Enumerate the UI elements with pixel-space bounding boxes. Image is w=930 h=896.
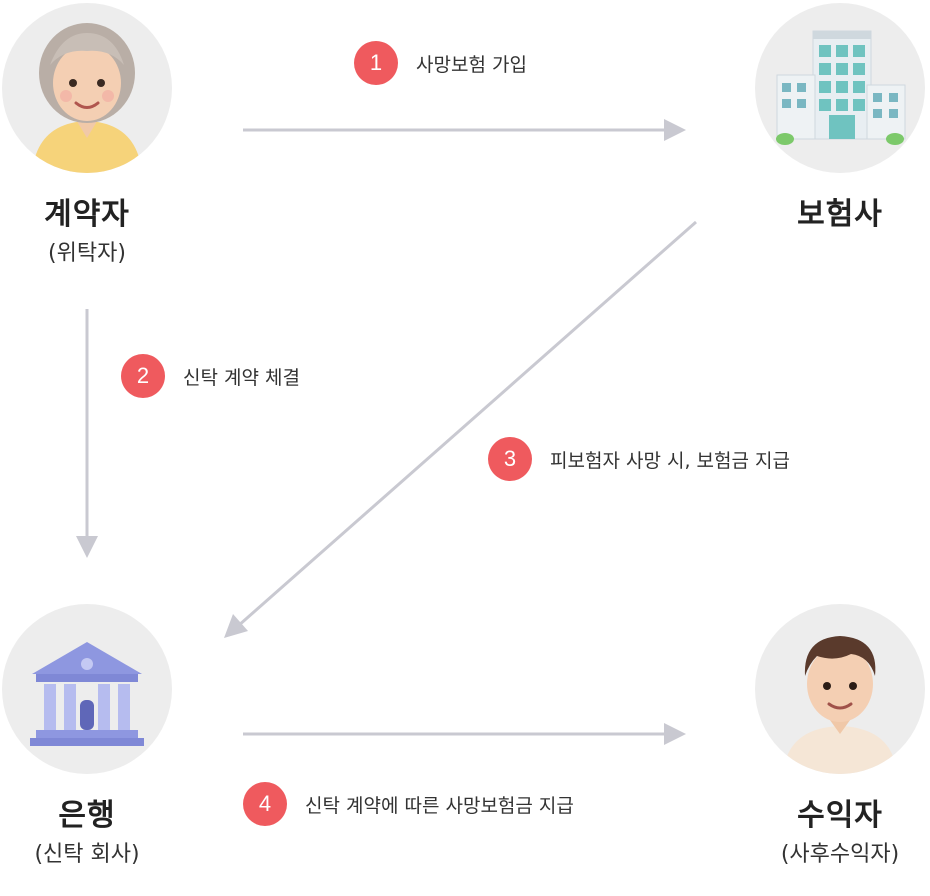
insurer-name: 보험사 <box>797 197 883 232</box>
bank-role: (신탁 회사) <box>34 842 140 867</box>
arrowhead-contractor-to-insurer <box>664 119 686 141</box>
bank-building-icon <box>2 604 172 774</box>
beneficiary-name: 수익자 <box>797 798 883 833</box>
step-4: 4 신탁 계약에 따른 사망보험금 지급 <box>243 782 574 826</box>
grandmother-avatar-icon <box>2 3 172 173</box>
arrowhead-insurer-to-bank <box>224 614 248 638</box>
bank-name: 은행 <box>58 798 116 833</box>
contractor-role: (위탁자) <box>48 241 126 266</box>
step-2-badge: 2 <box>121 354 165 398</box>
step-3-label: 피보험자 사망 시, 보험금 지급 <box>550 449 790 472</box>
node-beneficiary: 수익자 (사후수익자) <box>755 604 925 868</box>
node-contractor: 계약자 (위탁자) <box>2 3 172 267</box>
node-bank: 은행 (신탁 회사) <box>2 604 172 868</box>
contractor-name: 계약자 <box>44 197 130 232</box>
arrowhead-bank-to-beneficiary <box>664 723 686 745</box>
arrowhead-contractor-to-bank <box>76 536 98 558</box>
step-2-label: 신탁 계약 체결 <box>183 366 300 389</box>
young-man-avatar-icon <box>755 604 925 774</box>
step-2: 2 신탁 계약 체결 <box>121 354 300 398</box>
arrow-insurer-to-bank <box>237 220 697 628</box>
step-1-badge: 1 <box>354 41 398 85</box>
beneficiary-role: (사후수익자) <box>780 842 900 867</box>
office-building-icon <box>755 3 925 173</box>
step-3-badge: 3 <box>488 437 532 481</box>
step-4-badge: 4 <box>243 782 287 826</box>
step-1: 1 사망보험 가입 <box>354 41 527 85</box>
step-3: 3 피보험자 사망 시, 보험금 지급 <box>488 437 790 481</box>
step-1-label: 사망보험 가입 <box>416 53 527 76</box>
step-4-label: 신탁 계약에 따른 사망보험금 지급 <box>305 794 574 817</box>
node-insurer: 보험사 <box>755 3 925 233</box>
